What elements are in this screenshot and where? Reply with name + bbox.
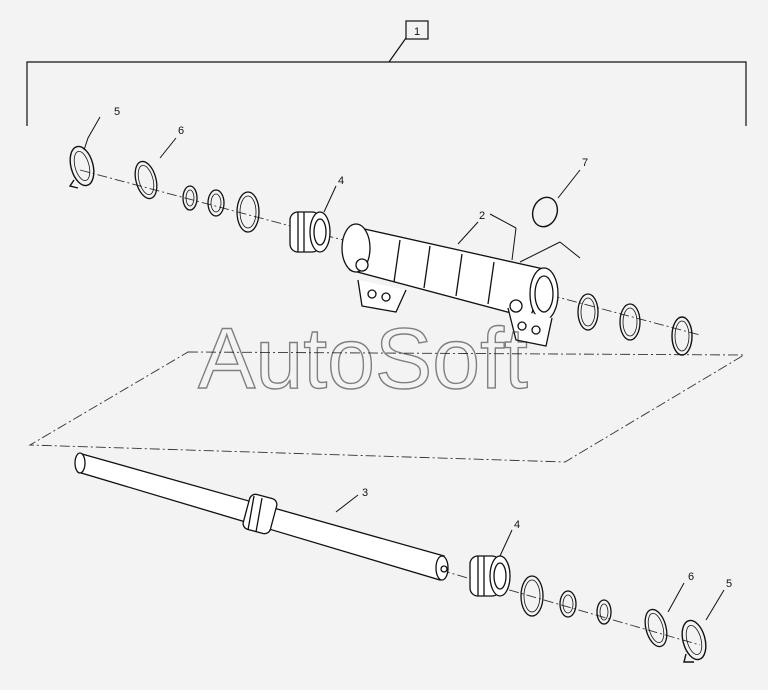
backup-ring-bottom bbox=[644, 608, 668, 648]
callout-4-bottom: 4 bbox=[514, 519, 520, 531]
callout-4-top: 4 bbox=[338, 175, 344, 187]
backup-ring-top-left bbox=[134, 160, 158, 200]
snap-ring-top-right bbox=[671, 316, 693, 356]
seal-ring-top-right-b bbox=[619, 303, 641, 341]
piston-seal-bottom bbox=[469, 555, 511, 597]
leader-lines bbox=[83, 116, 725, 621]
seal-ring-bottom bbox=[520, 575, 544, 617]
assembly-label: 1 bbox=[414, 26, 420, 38]
cylinder-leader bbox=[489, 213, 517, 229]
callout-labels: 5 6 4 2 7 3 4 6 5 bbox=[114, 106, 732, 590]
snap-ring-top-left bbox=[68, 145, 95, 189]
seal-ring-top bbox=[236, 191, 260, 233]
wiper-top-b bbox=[207, 189, 225, 217]
wiper-top-a bbox=[182, 185, 198, 211]
wiper-bottom-b bbox=[596, 599, 612, 625]
o-ring bbox=[531, 196, 559, 228]
callout-5-bottom: 5 bbox=[726, 578, 732, 590]
cylinder-leader-b bbox=[511, 227, 517, 261]
assembly-label-box bbox=[405, 20, 429, 40]
snap-ring-bottom bbox=[681, 619, 707, 663]
callout-3: 3 bbox=[362, 487, 368, 499]
callout-7: 7 bbox=[582, 157, 588, 169]
seal-ring-top-right-a bbox=[577, 293, 599, 331]
callout-6-top: 6 bbox=[178, 125, 184, 137]
callout-5-top: 5 bbox=[114, 106, 120, 118]
piston-rod bbox=[74, 452, 449, 581]
assembly-bracket bbox=[26, 20, 747, 126]
watermark: AutoSoft bbox=[198, 311, 528, 407]
piston-seal-top bbox=[289, 211, 331, 253]
callout-2: 2 bbox=[479, 210, 485, 222]
dashed-envelope bbox=[28, 351, 746, 463]
cylinder-leader-d bbox=[559, 241, 581, 259]
callout-6-bottom: 6 bbox=[688, 571, 694, 583]
wiper-bottom-a bbox=[559, 590, 577, 618]
cylinder-leader-c bbox=[519, 241, 561, 263]
cylinder-body bbox=[341, 223, 559, 347]
